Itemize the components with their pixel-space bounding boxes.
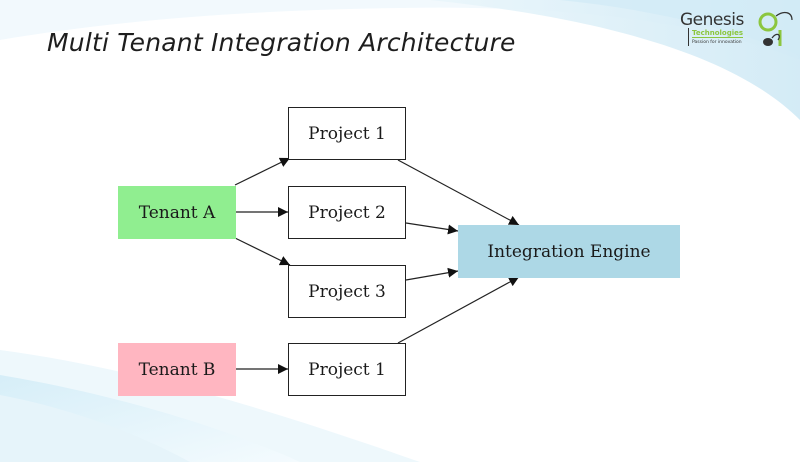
node-tenant-b-label: Tenant B: [138, 359, 216, 380]
node-tenant-a-project-1: Project 1: [288, 107, 406, 160]
logo-name: Genesis: [680, 10, 744, 30]
bottom-swoosh-band-2: [0, 395, 190, 462]
node-tenant-b: Tenant B: [118, 343, 236, 396]
edge-project-1-to-engine: [397, 159, 520, 226]
edge-tenant-a-to-project-1: [234, 157, 291, 186]
top-swoosh-band-2: [560, 0, 800, 55]
edge-tenant-a-to-project-3: [234, 237, 291, 266]
node-project-label: Project 1: [308, 123, 386, 144]
node-tenant-a-project-3: Project 3: [288, 265, 406, 318]
node-project-label: Project 2: [308, 202, 386, 223]
node-integration-engine-label: Integration Engine: [487, 241, 651, 262]
logo-divider: [688, 28, 689, 46]
node-tenant-a: Tenant A: [118, 186, 236, 239]
node-tenant-a-project-2: Project 2: [288, 186, 406, 239]
node-project-label: Project 3: [308, 281, 386, 302]
company-logo: Genesis Technologies Passion for innovat…: [678, 10, 796, 52]
page-title: Multi Tenant Integration Architecture: [47, 28, 516, 57]
logo-tagline: Passion for innovation: [692, 40, 742, 45]
logo-subtitle: Technologies: [692, 29, 744, 38]
node-tenant-a-label: Tenant A: [138, 202, 216, 223]
node-project-label: Project 1: [308, 359, 386, 380]
node-integration-engine: Integration Engine: [458, 225, 680, 278]
edge-tenant-b-project-1-to-engine: [397, 276, 520, 344]
edge-project-2-to-engine: [405, 222, 459, 235]
logo-mouse-icon: [758, 11, 793, 46]
node-tenant-b-project-1: Project 1: [288, 343, 406, 396]
top-swoosh-band: [430, 0, 800, 120]
edge-project-3-to-engine: [405, 267, 459, 281]
